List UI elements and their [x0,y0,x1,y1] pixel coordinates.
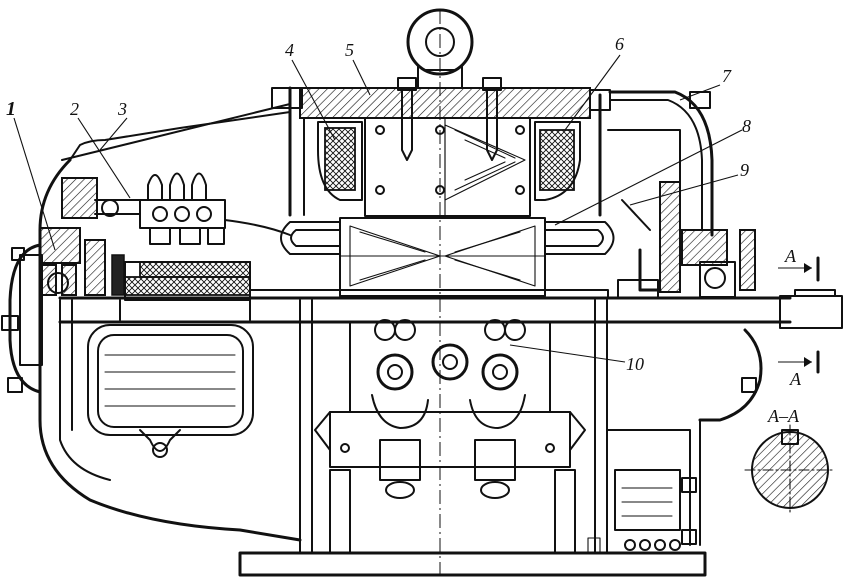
callout-9: 9 [740,160,749,180]
section-arrow-bottom [778,350,820,374]
terminal-block [61,172,291,245]
left-end-housing [38,103,302,542]
callout-4: 4 [285,40,294,60]
stator-core [364,117,531,217]
section-view-title: A–A [767,406,800,426]
left-bearing [39,227,251,301]
callout-5: 5 [345,40,354,60]
section-a-a-view [744,424,836,516]
left-end-cap [1,243,43,394]
section-label-bottom: A [789,369,802,389]
callout-6: 6 [615,34,624,54]
callout-3: 3 [117,99,127,119]
base-frame [238,299,707,577]
callout-10: 10 [626,354,644,374]
callout-8: 8 [742,116,751,136]
callout-1: 1 [6,98,16,120]
callout-7: 7 [722,66,732,86]
stator-winding-left [317,121,363,201]
section-arrow-top [778,256,820,282]
leader-lines [13,54,743,363]
stator-winding-right [534,121,581,201]
brush-gear [314,319,586,499]
callout-2: 2 [70,99,79,119]
winding-end-rings [280,221,615,255]
stator-frame-top [271,86,611,217]
rotor-core [339,217,546,297]
section-label-top: A [784,246,797,266]
top-bolts [397,77,502,161]
right-lower-housing [607,328,763,551]
right-bearing-shield [617,181,756,299]
